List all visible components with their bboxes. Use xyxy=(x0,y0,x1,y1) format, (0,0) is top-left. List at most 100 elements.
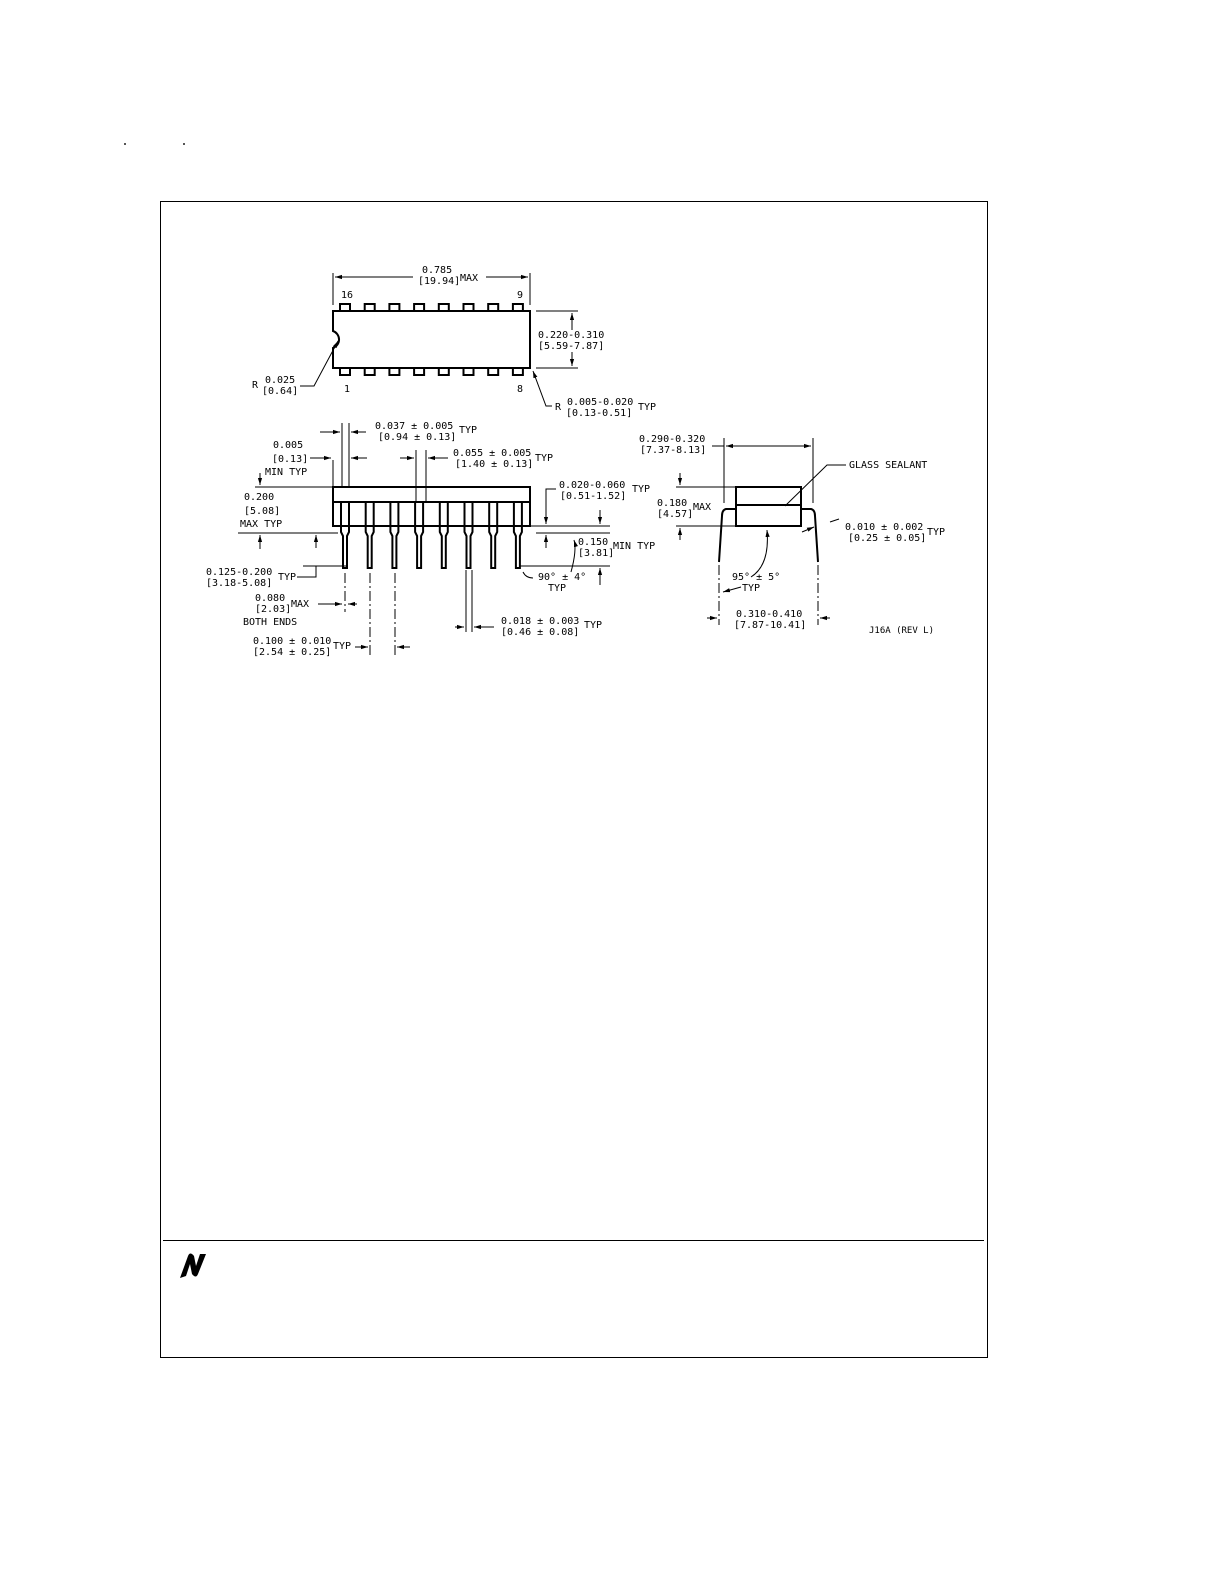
side-lead xyxy=(488,502,499,569)
notch-radius-value: 0.025 xyxy=(265,375,295,386)
bottom-pin-stub xyxy=(462,368,475,376)
lead-length-min-value: 0.150 xyxy=(578,537,608,548)
side-leads xyxy=(340,502,523,569)
bottom-pin-stub xyxy=(487,368,500,376)
notch-radius-mm: [0.64] xyxy=(262,386,298,397)
lead-width-mm: [0.46 ± 0.08] xyxy=(501,627,579,638)
end-view: 0.290-0.320 [7.37-8.13] GLASS SEALANT 0.… xyxy=(639,434,945,636)
side-view: 0.037 ± 0.005 [0.94 ± 0.13] TYP 0.005 [0… xyxy=(206,421,655,658)
min-gap-suffix: MIN TYP xyxy=(265,467,307,478)
speck-mark xyxy=(124,143,126,145)
top-length-value: 0.785 xyxy=(422,265,452,276)
footer-rule xyxy=(163,1240,984,1241)
top-pin-stub xyxy=(487,303,500,311)
lead-width-value: 0.018 ± 0.003 xyxy=(501,616,579,627)
min-gap-mm: [0.13] xyxy=(272,454,308,465)
end-lead-right xyxy=(801,508,819,563)
end-lead-left xyxy=(718,508,736,563)
body-width-mm: [7.37-8.13] xyxy=(640,445,706,456)
side-lead xyxy=(512,502,523,569)
lead-shoulder-value: 0.037 ± 0.005 xyxy=(375,421,453,432)
lead-thickness-suffix: TYP xyxy=(927,527,945,538)
corner-radius-value: 0.005-0.020 xyxy=(567,397,633,408)
drawing-frame xyxy=(160,201,988,1358)
bottom-pin-stub xyxy=(437,368,450,376)
height-mm: [5.08] xyxy=(244,506,280,517)
height-value: 0.200 xyxy=(244,492,274,503)
row-spacing-mm: [7.87-10.41] xyxy=(734,620,806,631)
end-lead-mm: [2.03] xyxy=(255,604,291,615)
side-lead xyxy=(463,502,474,569)
shoulder-width-suffix: TYP xyxy=(535,453,553,464)
bottom-pin-stub xyxy=(339,368,351,376)
top-pin-stub xyxy=(413,303,426,311)
speck-mark xyxy=(183,143,185,145)
end-lead-suffix: MAX xyxy=(291,599,309,610)
body-height-suffix: MAX xyxy=(693,502,711,513)
shoulder-width-value: 0.055 ± 0.005 xyxy=(453,448,531,459)
top-pin-stub xyxy=(363,303,376,311)
top-length-mm: [19.94] xyxy=(418,276,460,287)
bottom-pin-stub xyxy=(413,368,426,376)
side-lead xyxy=(438,502,449,569)
lead-angle-value: 90° ± 4° xyxy=(538,572,586,583)
pitch-suffix: TYP xyxy=(333,641,351,652)
seating-to-tip-value: 0.125-0.200 xyxy=(206,567,272,578)
pin-1-label: 1 xyxy=(344,384,350,395)
top-width-value: 0.220-0.310 xyxy=(538,330,604,341)
top-view: 0.785 [19.94] MAX 16 9 1 8 0.220-0.310 [… xyxy=(252,265,656,419)
spread-angle-value: 95° ± 5° xyxy=(732,572,780,583)
top-width-mm: [5.59-7.87] xyxy=(538,341,604,352)
side-lead xyxy=(414,502,425,569)
lead-shoulder-mm: [0.94 ± 0.13] xyxy=(378,432,456,443)
standoff-mm: [0.51-1.52] xyxy=(560,491,626,502)
lead-thickness-mm: [0.25 ± 0.05] xyxy=(848,533,926,544)
lead-length-min-suffix: MIN TYP xyxy=(613,541,655,552)
side-lead xyxy=(364,502,375,569)
end-body-lower xyxy=(735,504,802,527)
seating-to-tip-mm: [3.18-5.08] xyxy=(206,578,272,589)
lead-shoulder-suffix: TYP xyxy=(459,425,477,436)
top-pin-stub xyxy=(388,303,401,311)
min-gap-value: 0.005 xyxy=(273,440,303,451)
side-lead xyxy=(389,502,400,569)
bottom-pin-stub xyxy=(511,368,524,376)
body-width-value: 0.290-0.320 xyxy=(639,434,705,445)
lead-length-min-mm: [3.81] xyxy=(578,548,614,559)
top-pin-stub xyxy=(437,303,450,311)
shoulder-width-mm: [1.40 ± 0.13] xyxy=(455,459,533,470)
top-length-suffix: MAX xyxy=(460,273,478,284)
top-pin-stub xyxy=(462,303,475,311)
row-spacing-value: 0.310-0.410 xyxy=(736,609,802,620)
pin-16-label: 16 xyxy=(341,290,353,301)
side-body-upper xyxy=(332,486,531,503)
corner-prefix: R xyxy=(555,402,562,413)
corner-radius-suffix: TYP xyxy=(638,402,656,413)
revision-label: J16A (REV L) xyxy=(869,626,934,636)
top-body-outline xyxy=(332,310,531,369)
bottom-pin-stub xyxy=(363,368,376,376)
standoff-value: 0.020-0.060 xyxy=(559,480,625,491)
body-height-value: 0.180 xyxy=(657,498,687,509)
height-suffix: MAX TYP xyxy=(240,519,282,530)
bottom-pin-stub xyxy=(388,368,401,376)
top-pin-stub xyxy=(511,303,524,311)
pitch-value: 0.100 ± 0.010 xyxy=(253,636,331,647)
pitch-mm: [2.54 ± 0.25] xyxy=(253,647,331,658)
end-lead-note: BOTH ENDS xyxy=(243,617,297,628)
pin-9-label: 9 xyxy=(517,290,523,301)
end-lead-value: 0.080 xyxy=(255,593,285,604)
lead-width-suffix: TYP xyxy=(584,620,602,631)
glass-sealant-label: GLASS SEALANT xyxy=(849,460,927,471)
lead-angle-suffix: TYP xyxy=(548,583,566,594)
corner-radius-mm: [0.13-0.51] xyxy=(566,408,632,419)
pin-8-label: 8 xyxy=(517,384,523,395)
standoff-suffix: TYP xyxy=(632,484,650,495)
lead-thickness-value: 0.010 ± 0.002 xyxy=(845,522,923,533)
side-lead xyxy=(340,502,350,569)
top-pins xyxy=(339,303,524,376)
national-semiconductor-logo-icon xyxy=(180,1253,206,1278)
spread-angle-suffix: TYP xyxy=(742,583,760,594)
seating-to-tip-suffix: TYP xyxy=(278,572,296,583)
